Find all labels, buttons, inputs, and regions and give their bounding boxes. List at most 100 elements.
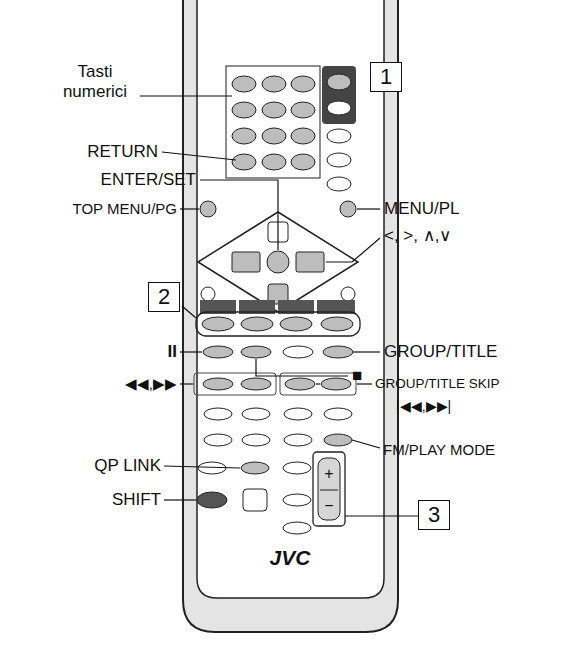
leader-line	[182, 306, 196, 318]
leader-line	[357, 208, 380, 209]
leader-line	[256, 359, 348, 376]
group-title-button	[323, 346, 353, 358]
callout-number: 3	[428, 502, 440, 528]
leader-line	[180, 208, 199, 209]
button	[242, 434, 270, 446]
button	[284, 408, 312, 420]
leader-line	[316, 383, 320, 384]
leader-line	[180, 383, 193, 384]
ff-button	[241, 378, 271, 390]
button-label: GROUP/TITLE	[384, 342, 497, 362]
button-label: FM/PLAY MODE	[383, 441, 495, 458]
button-label: RETURN	[87, 142, 158, 162]
button-label: MENU/PL	[384, 199, 460, 219]
button-label: ENTER/SET	[101, 170, 196, 190]
right-button	[296, 252, 324, 272]
button-label: |◀◀,▶▶|	[396, 398, 451, 414]
qp-link-button	[241, 462, 269, 474]
color-button	[321, 317, 353, 331]
number-key	[262, 128, 286, 144]
leader-line	[162, 152, 236, 160]
number-key	[291, 102, 315, 118]
button	[283, 462, 311, 474]
volume-divider	[320, 490, 338, 491]
button-label: ■	[352, 366, 362, 386]
remote-panel	[197, 0, 384, 598]
leader-line	[164, 499, 196, 500]
button	[283, 522, 311, 534]
number-key	[262, 102, 286, 118]
button	[324, 408, 352, 420]
volume-sign: +	[324, 465, 333, 483]
button-label: II	[168, 342, 177, 362]
power-button	[327, 74, 351, 90]
leader-line	[140, 95, 232, 96]
callout-box: 2	[148, 282, 180, 312]
leader-lines	[140, 96, 418, 516]
leader-line	[164, 466, 240, 468]
button	[283, 494, 311, 506]
top-menu-button	[200, 201, 216, 217]
volume-button	[318, 458, 340, 520]
callout-box: 3	[418, 500, 450, 530]
leader-line	[326, 238, 380, 262]
power-block	[322, 66, 356, 124]
button-label: QP LINK	[94, 456, 161, 476]
number-key	[291, 76, 315, 92]
button	[327, 153, 351, 167]
button	[242, 408, 270, 420]
leader-line	[180, 351, 202, 352]
menu-button	[340, 201, 356, 217]
button	[204, 408, 232, 420]
enter-button	[267, 251, 289, 273]
button-label: GROUP/TITLE SKIP	[375, 376, 500, 392]
callout-number: 1	[380, 64, 392, 90]
number-key	[262, 154, 286, 170]
button	[327, 129, 351, 143]
button-label: <, >, ∧,∨	[384, 226, 451, 246]
leader-line	[200, 180, 278, 250]
number-key	[232, 128, 256, 144]
leader-line	[353, 351, 380, 352]
volume-sign: −	[324, 497, 333, 515]
button	[204, 434, 232, 446]
button	[283, 346, 313, 358]
leader-line	[352, 440, 380, 448]
fm-play-mode-button	[324, 434, 352, 446]
number-key	[232, 154, 256, 170]
keypad-frame	[226, 66, 320, 178]
number-key	[291, 154, 315, 170]
pause-button	[203, 346, 233, 358]
button	[201, 287, 215, 301]
leader-line	[345, 515, 418, 516]
number-key	[262, 76, 286, 92]
skip-button	[285, 378, 315, 390]
button	[243, 489, 267, 511]
color-button	[280, 317, 312, 331]
callout-number: 2	[158, 284, 170, 310]
shift-button	[197, 492, 227, 508]
color-button	[241, 317, 273, 331]
callout-box: 1	[370, 62, 402, 92]
number-keys	[232, 76, 315, 170]
number-key	[291, 128, 315, 144]
stop-button	[241, 346, 271, 358]
skip-button	[321, 378, 351, 390]
button	[327, 101, 351, 115]
button	[284, 434, 312, 446]
keys-label: Tasti numerici	[50, 62, 140, 101]
button-label: SHIFT	[112, 490, 161, 510]
left-button	[232, 252, 260, 272]
rew-button	[203, 378, 233, 390]
button-label: TOP MENU/PG	[73, 200, 177, 217]
number-key	[232, 76, 256, 92]
button-label: ◀◀,▶▶	[125, 375, 177, 392]
button	[341, 287, 355, 301]
bracket	[196, 312, 360, 336]
remote-body	[183, 0, 398, 632]
bracket	[313, 452, 345, 526]
number-key	[232, 102, 256, 118]
brand-logo: JVC	[270, 546, 311, 570]
button	[327, 177, 351, 191]
color-button	[202, 317, 234, 331]
